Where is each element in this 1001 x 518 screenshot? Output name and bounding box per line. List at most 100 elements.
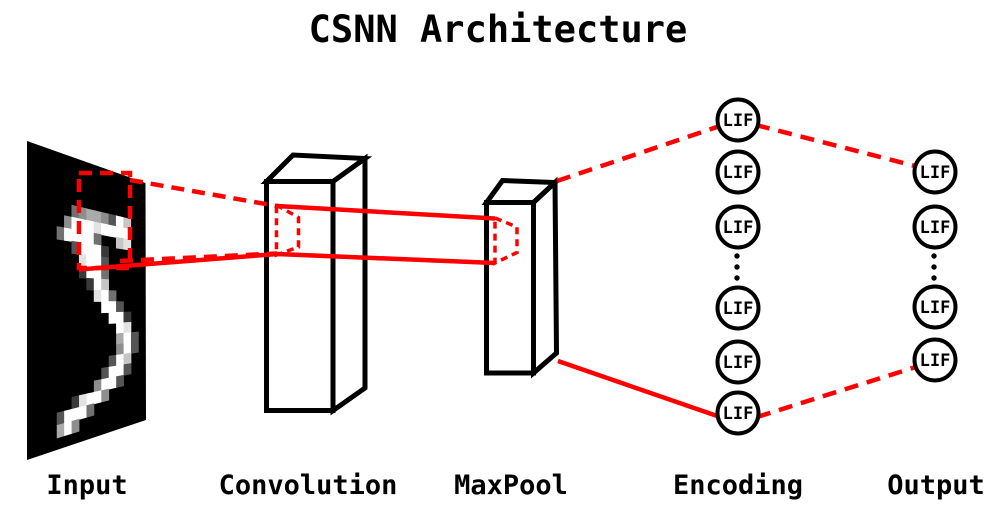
lif-neuron	[715, 149, 761, 195]
ellipsis-dot	[931, 275, 937, 281]
digit-pixel	[108, 301, 117, 313]
ellipsis-dot	[931, 253, 937, 259]
digit-pixel	[108, 311, 117, 324]
digit-pixel	[93, 278, 102, 291]
maxpool-kernel-projection	[493, 215, 519, 266]
digit-pixel	[71, 395, 80, 410]
digit-pixel	[101, 211, 109, 226]
digit-pixel	[79, 405, 87, 420]
digit-pixel	[115, 236, 124, 250]
digit-pixel	[123, 217, 132, 231]
digit-pixel	[93, 221, 102, 236]
output-neuron-column: LIF LIF LIF LIF	[912, 149, 958, 383]
maxpool-right-face	[531, 176, 560, 379]
digit-pixel	[116, 332, 124, 345]
lif-neuron-label: LIF	[920, 218, 951, 238]
connection-encoding-output-bottom	[756, 363, 920, 420]
digit-pixel	[56, 422, 65, 439]
digit-pixel	[108, 224, 117, 238]
digit-pixel	[86, 208, 95, 223]
vertical-ellipsis	[734, 253, 740, 281]
projection-line-conv-maxpool-top	[276, 203, 496, 221]
lif-neuron	[715, 390, 761, 436]
digit-pixel	[108, 365, 117, 379]
digit-pixel	[79, 393, 87, 408]
digit-pixel	[71, 418, 80, 434]
lif-neuron	[912, 337, 958, 383]
digit-pixel	[86, 254, 95, 268]
digit-pixel	[101, 289, 109, 302]
lif-neuron-label: LIF	[920, 351, 951, 371]
ellipsis-dot	[734, 253, 740, 259]
ellipsis-dot	[734, 275, 740, 281]
digit-pixel	[101, 366, 110, 381]
digit-pixel	[116, 311, 124, 324]
lif-neuron-label: LIF	[920, 298, 951, 318]
maxpool-block	[481, 176, 562, 379]
digit-pixel	[93, 210, 102, 224]
digit-pixel	[93, 289, 102, 302]
lif-neuron-label: LIF	[723, 299, 754, 319]
digit-pixel	[123, 238, 132, 251]
lif-neuron	[912, 204, 958, 250]
digit-pixel	[116, 353, 124, 367]
lif-neuron	[715, 204, 761, 250]
digit-pixel	[115, 215, 124, 229]
digit-pixel	[130, 341, 139, 354]
digit-pixel	[130, 331, 139, 344]
digit-pixel	[108, 354, 117, 368]
convolution-block	[260, 152, 373, 416]
digit-pixel	[116, 374, 124, 388]
digit-pixel	[101, 245, 109, 259]
digit-pixel	[108, 213, 117, 227]
digit-pixel	[93, 390, 102, 405]
maxpool-front-face	[484, 200, 536, 376]
projection-line-conv-maxpool-bottom	[276, 251, 496, 266]
digit-pixel	[56, 410, 65, 427]
digit-pixel	[101, 278, 109, 292]
digit-pixel	[86, 277, 95, 291]
stage-label-input: Input	[46, 470, 127, 501]
stage-label-encoding: Encoding	[673, 470, 803, 501]
digit-pixel	[108, 290, 117, 303]
digit-pixel	[56, 226, 65, 241]
digit-pixel	[86, 243, 95, 257]
digit-pixel	[64, 408, 72, 424]
lif-neuron-label: LIF	[723, 404, 754, 424]
digit-pixel	[123, 342, 132, 355]
digit-pixel	[86, 231, 95, 246]
stage-label-maxpool: MaxPool	[454, 470, 568, 501]
digit-pixel	[123, 352, 132, 366]
digit-pixel	[93, 232, 102, 247]
digit-pixel	[64, 420, 72, 437]
digit-pixel	[101, 301, 110, 314]
digit-pixel	[123, 363, 132, 376]
digit-pixel	[64, 215, 72, 230]
digit-pixel	[115, 226, 124, 240]
lif-neuron-label: LIF	[723, 218, 754, 238]
lif-neuron-label: LIF	[920, 163, 951, 183]
digit-pixel	[93, 244, 102, 258]
input-image	[27, 141, 146, 460]
lif-neuron	[912, 149, 958, 195]
digit-pixel	[101, 377, 110, 392]
digit-pixel	[71, 407, 80, 422]
digit-pixel	[86, 391, 95, 407]
vertical-ellipsis	[931, 253, 937, 281]
digit-pixel	[108, 376, 117, 390]
digit-pixel	[123, 332, 132, 345]
connection-maxpool-encoding-bottom	[557, 358, 724, 421]
digit-pixel	[101, 223, 109, 237]
digit-pixel	[116, 301, 124, 313]
digit-pixel	[123, 311, 132, 324]
lif-neuron	[912, 284, 958, 330]
digit-pixel	[101, 267, 109, 281]
digit-pixel	[101, 388, 110, 403]
digit-pixel	[64, 227, 72, 242]
ellipsis-dot	[931, 264, 937, 270]
digit-pixel	[116, 343, 124, 356]
input-digit-pixels	[56, 204, 139, 439]
lif-neuron-label: LIF	[723, 163, 754, 183]
